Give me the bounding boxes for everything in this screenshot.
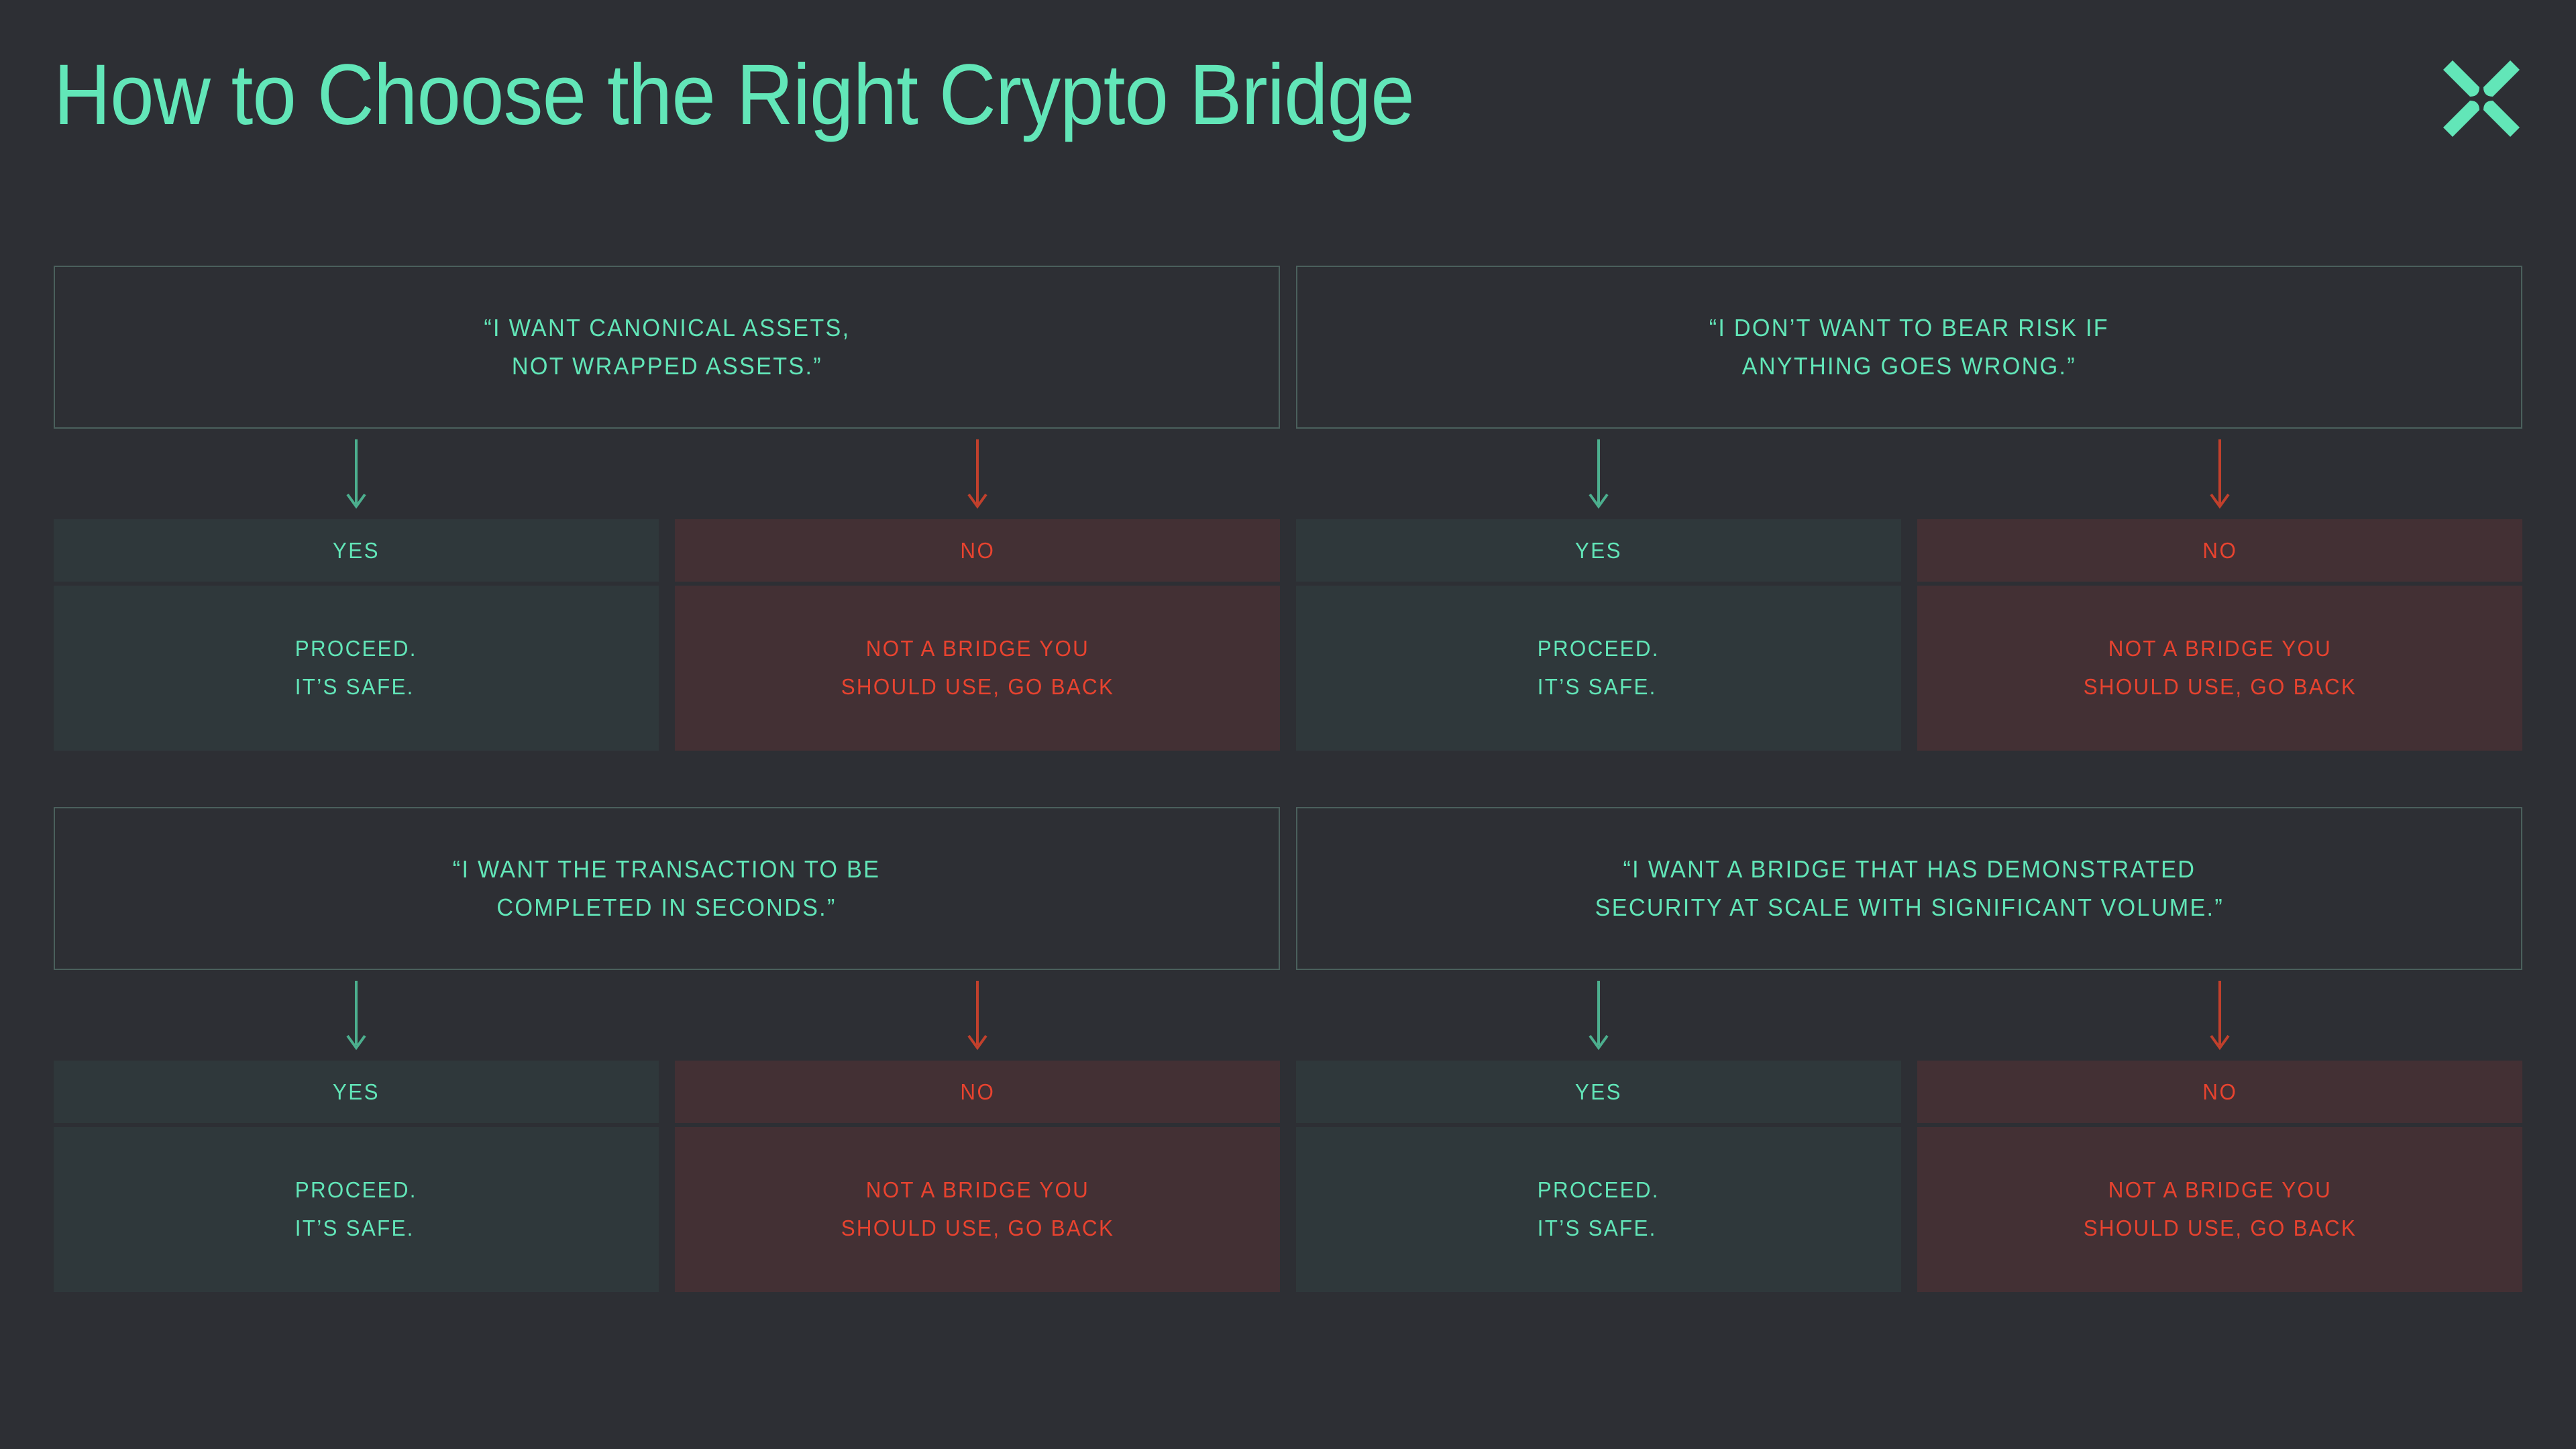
- arrow-cell: [675, 429, 1280, 519]
- answer-label: NO: [2202, 537, 2237, 563]
- answer-box-no[interactable]: NO: [1917, 519, 2522, 582]
- answer-box-no[interactable]: NO: [675, 1061, 1280, 1123]
- arrow-cell: [675, 970, 1280, 1061]
- outcome-box-proceed[interactable]: PROCEED. IT’S SAFE.: [54, 1127, 659, 1292]
- answer-row: YES NO YES NO: [54, 519, 2522, 582]
- answer-box-yes[interactable]: YES: [1296, 519, 1901, 582]
- arrow-down-icon-yes: [346, 980, 366, 1050]
- outcome-text: NOT A BRIDGE YOU SHOULD USE, GO BACK: [2083, 1177, 2357, 1240]
- arrow-cell: [1917, 429, 2522, 519]
- decision-flow: “I WANT CANONICAL ASSETS, NOT WRAPPED AS…: [54, 266, 2522, 1292]
- outcome-row: PROCEED. IT’S SAFE. NOT A BRIDGE YOU SHO…: [54, 1127, 2522, 1292]
- page-title: How to Choose the Right Crypto Bridge: [54, 47, 1415, 143]
- question-text: “I WANT CANONICAL ASSETS, NOT WRAPPED AS…: [483, 313, 851, 380]
- outcome-text: NOT A BRIDGE YOU SHOULD USE, GO BACK: [841, 1177, 1114, 1240]
- outcome-text: PROCEED. IT’S SAFE.: [1537, 636, 1660, 699]
- answer-box-yes[interactable]: YES: [54, 1061, 659, 1123]
- question-box: “I WANT THE TRANSACTION TO BE COMPLETED …: [54, 807, 1280, 970]
- question-row: “I WANT CANONICAL ASSETS, NOT WRAPPED AS…: [54, 266, 2522, 429]
- arrow-down-icon-no: [967, 439, 987, 508]
- arrow-down-icon-no: [2210, 439, 2230, 508]
- outcome-box-reject[interactable]: NOT A BRIDGE YOU SHOULD USE, GO BACK: [1917, 586, 2522, 751]
- answer-label: NO: [960, 537, 995, 563]
- answer-label: YES: [332, 537, 380, 563]
- outcome-box-reject[interactable]: NOT A BRIDGE YOU SHOULD USE, GO BACK: [675, 1127, 1280, 1292]
- question-text: “I WANT THE TRANSACTION TO BE COMPLETED …: [453, 855, 881, 921]
- answer-label: NO: [960, 1079, 995, 1104]
- decision-block-1: “I WANT CANONICAL ASSETS, NOT WRAPPED AS…: [54, 266, 2522, 751]
- decision-block-2: “I WANT THE TRANSACTION TO BE COMPLETED …: [54, 807, 2522, 1292]
- outcome-box-proceed[interactable]: PROCEED. IT’S SAFE.: [1296, 586, 1901, 751]
- arrow-down-icon-yes: [346, 439, 366, 508]
- outcome-box-proceed[interactable]: PROCEED. IT’S SAFE.: [54, 586, 659, 751]
- outcome-text: NOT A BRIDGE YOU SHOULD USE, GO BACK: [2083, 636, 2357, 699]
- outcome-text: PROCEED. IT’S SAFE.: [294, 1177, 417, 1240]
- answer-row: YES NO YES NO: [54, 1061, 2522, 1123]
- question-text: “I WANT A BRIDGE THAT HAS DEMONSTRATED S…: [1595, 855, 2224, 921]
- answer-box-yes[interactable]: YES: [54, 519, 659, 582]
- arrow-cell: [1917, 970, 2522, 1061]
- question-box: “I DON’T WANT TO BEAR RISK IF ANYTHING G…: [1296, 266, 2522, 429]
- outcome-box-reject[interactable]: NOT A BRIDGE YOU SHOULD USE, GO BACK: [1917, 1127, 2522, 1292]
- question-text: “I DON’T WANT TO BEAR RISK IF ANYTHING G…: [1709, 313, 2110, 380]
- across-x-logo: [2438, 55, 2525, 142]
- answer-box-no[interactable]: NO: [675, 519, 1280, 582]
- arrow-cell: [1296, 429, 1901, 519]
- arrow-down-icon-yes: [1589, 980, 1609, 1050]
- arrow-row: [54, 970, 2522, 1061]
- answer-label: YES: [1574, 1079, 1623, 1104]
- outcome-text: PROCEED. IT’S SAFE.: [1537, 1177, 1660, 1240]
- arrow-down-icon-no: [967, 980, 987, 1050]
- outcome-box-proceed[interactable]: PROCEED. IT’S SAFE.: [1296, 1127, 1901, 1292]
- arrow-row: [54, 429, 2522, 519]
- arrow-cell: [1296, 970, 1901, 1061]
- question-row: “I WANT THE TRANSACTION TO BE COMPLETED …: [54, 807, 2522, 970]
- answer-label: YES: [332, 1079, 380, 1104]
- page-header: How to Choose the Right Crypto Bridge: [0, 0, 2576, 221]
- answer-label: YES: [1574, 537, 1623, 563]
- outcome-text: NOT A BRIDGE YOU SHOULD USE, GO BACK: [841, 636, 1114, 699]
- outcome-text: PROCEED. IT’S SAFE.: [294, 636, 417, 699]
- arrow-down-icon-no: [2210, 980, 2230, 1050]
- question-box: “I WANT A BRIDGE THAT HAS DEMONSTRATED S…: [1296, 807, 2522, 970]
- arrow-cell: [54, 970, 659, 1061]
- answer-box-yes[interactable]: YES: [1296, 1061, 1901, 1123]
- answer-box-no[interactable]: NO: [1917, 1061, 2522, 1123]
- outcome-box-reject[interactable]: NOT A BRIDGE YOU SHOULD USE, GO BACK: [675, 586, 1280, 751]
- arrow-down-icon-yes: [1589, 439, 1609, 508]
- answer-label: NO: [2202, 1079, 2237, 1104]
- outcome-row: PROCEED. IT’S SAFE. NOT A BRIDGE YOU SHO…: [54, 586, 2522, 751]
- arrow-cell: [54, 429, 659, 519]
- question-box: “I WANT CANONICAL ASSETS, NOT WRAPPED AS…: [54, 266, 1280, 429]
